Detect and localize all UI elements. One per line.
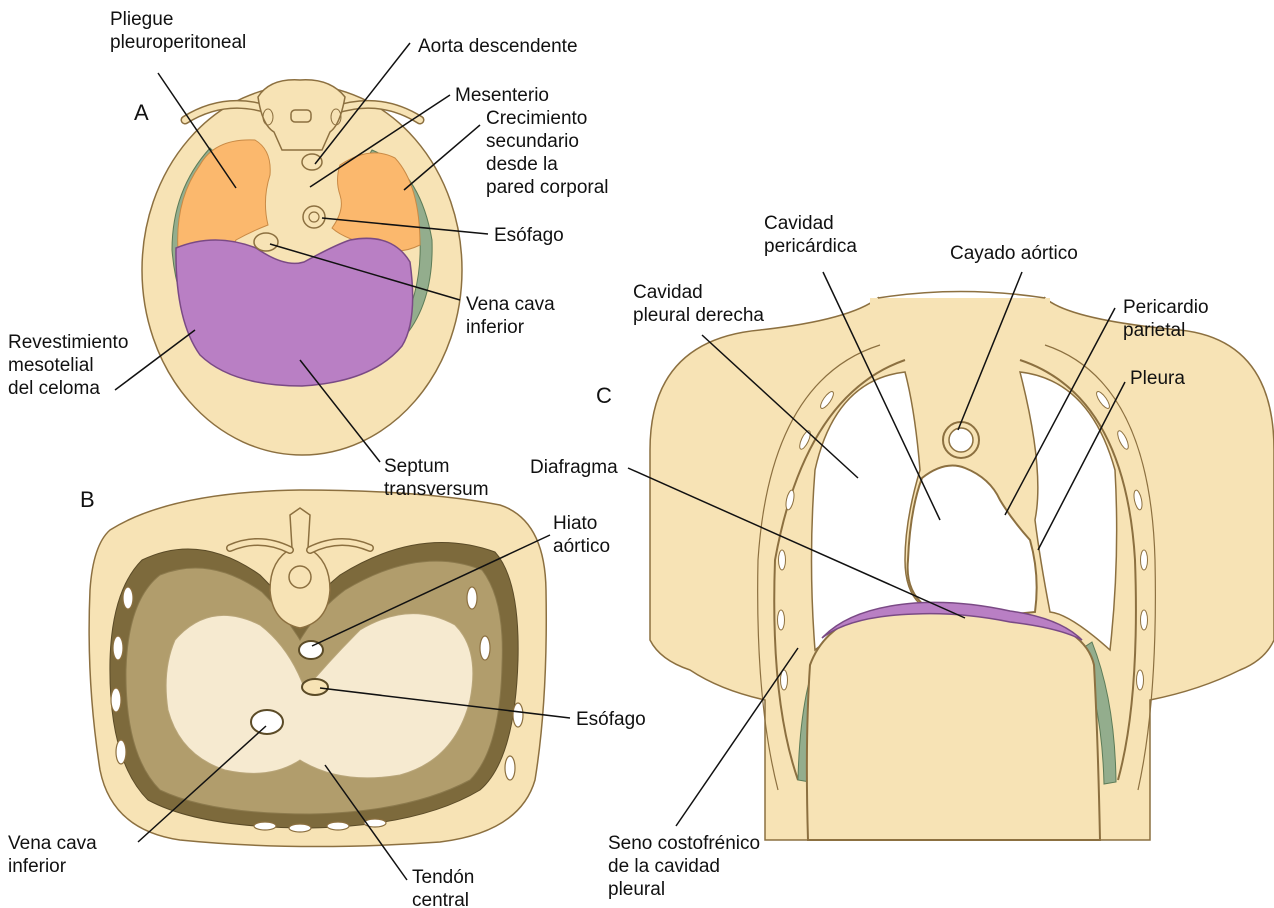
a-descending-aorta <box>302 154 322 170</box>
label-mesothelial-lining: Revestimiento mesotelial del celoma <box>8 331 128 400</box>
label-pericardial-cavity: Cavidad pericárdica <box>764 212 857 258</box>
label-aortic-hiatus: Hiato aórtico <box>553 512 610 558</box>
panel-b-letter: B <box>80 487 95 513</box>
label-b-inferior-vena-cava: Vena cava inferior <box>8 832 97 878</box>
label-septum-transversum: Septum transversum <box>384 455 489 501</box>
b-esophageal-hiatus <box>302 679 328 695</box>
panel-a-drawing <box>142 80 462 455</box>
label-pleura: Pleura <box>1130 367 1185 390</box>
label-diaphragm: Diafragma <box>530 456 618 479</box>
a-inferior-vena-cava <box>254 233 278 251</box>
label-costophrenic-sinus: Seno costofrénico de la cavidad pleural <box>608 832 760 901</box>
label-right-pleural-cavity: Cavidad pleural derecha <box>633 281 764 327</box>
a-esophagus <box>303 206 325 228</box>
label-descending-aorta: Aorta descendente <box>418 35 578 58</box>
label-a-inferior-vena-cava: Vena cava inferior <box>466 293 555 339</box>
label-central-tendon: Tendón central <box>412 866 474 908</box>
b-caval-foramen <box>251 710 283 734</box>
label-b-esophagus: Esófago <box>576 708 646 731</box>
label-pleuroperitoneal-fold: Pliegue pleuroperitoneal <box>110 8 246 54</box>
panel-a-letter: A <box>134 100 149 126</box>
label-mesentery: Mesenterio <box>455 84 549 107</box>
b-aortic-hiatus <box>299 641 323 659</box>
label-aortic-arch: Cayado aórtico <box>950 242 1078 265</box>
label-a-esophagus: Esófago <box>494 224 564 247</box>
panel-b-drawing <box>89 490 546 847</box>
label-secondary-growth: Crecimiento secundario desde la pared co… <box>486 107 609 199</box>
label-parietal-pericardium: Pericardio parietal <box>1123 296 1209 342</box>
c-diaphragm-dome <box>807 604 1100 840</box>
panel-c-letter: C <box>596 383 612 409</box>
